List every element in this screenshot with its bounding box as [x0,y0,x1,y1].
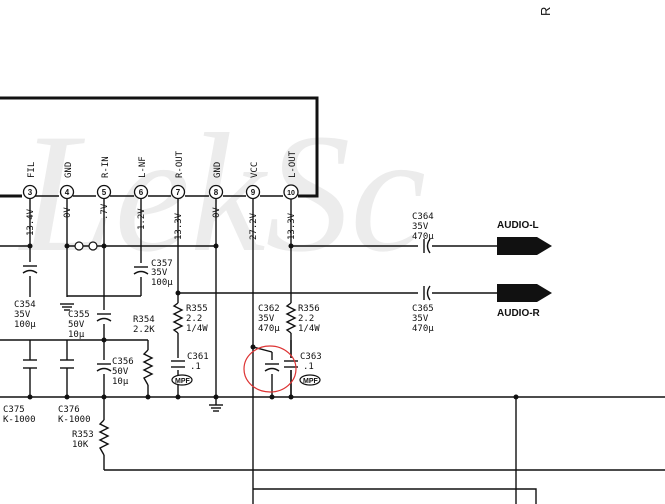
c376-symbol [60,359,74,369]
pin-8-voltage: 0V [212,207,222,218]
label-r354: R354 2.2K [133,315,160,335]
pin-9-voltage: 27.2V [249,212,259,240]
label-r355: R355 2.2 1/4W [186,304,213,334]
audio-r-label: AUDIO-R [497,308,541,319]
badges: MPF MPF [171,374,321,386]
pin-4-marker [59,184,75,200]
pin-5-number: 5 [102,188,107,197]
pin-3-number: 3 [28,188,33,197]
pin-8-name: GND [213,162,223,178]
r354-symbol [142,349,154,386]
pin-5-marker [96,184,112,200]
label-c357: C357 35V 100μ [151,259,178,288]
c361-symbol [170,358,186,370]
c356-symbol [96,360,112,374]
pin-3-name: FIL [27,162,37,178]
ground-symbol-pin8 [209,404,223,412]
pin-7-marker [170,184,186,200]
c363-symbol [283,358,299,370]
label-c361: C361 .1 [187,352,214,372]
pin-10-name: L-OUT [288,150,298,178]
pin-10-number: 10 [287,190,295,197]
pin-5-voltage: .7V [100,203,110,220]
audio-l-connector [497,237,552,255]
pin-6-marker [133,184,149,200]
r353-symbol [98,419,110,456]
label-c354: C354 35V 100μ [14,300,41,330]
c361-badge-text: MPF [175,378,191,385]
c355-symbol [96,310,112,324]
pin-5-name: R-IN [101,156,111,178]
pin-4-voltage: 0V [63,207,73,218]
c354-symbol [22,262,38,276]
output-connectors: AUDIO-L AUDIO-R [497,220,552,319]
c357-symbol [133,263,149,277]
pin-6-name: L-NF [138,156,148,178]
label-r356: R356 2.2 1/4W [298,304,325,334]
pin-7-number: 7 [176,188,181,197]
label-r353: R353 10K [72,430,99,450]
component-labels: C354 35V 100μ C355 50V 10μ C357 35V 100μ… [3,212,439,450]
ground-symbol-c354 [60,303,74,311]
pin-7-voltage: 13.3V [174,212,184,240]
highlight-circle [243,345,297,393]
c365-symbol [423,285,431,301]
pin-4-name: GND [64,162,74,178]
c363-badge-text: MPF [303,378,319,385]
label-c375: C375 K-1000 [3,405,36,425]
label-c355: C355 50V 10μ [68,310,95,340]
pin-6-number: 6 [139,188,144,197]
pin-7-name: R-OUT [175,150,185,178]
label-c356: C356 50V 10μ [112,357,139,387]
c363-badge-shape [299,374,321,386]
pin-6-voltage: 1.2V [137,208,147,230]
ic-outline [0,96,319,198]
c362-symbol [264,360,280,374]
pin-8-marker [208,184,224,200]
label-c363: C363 .1 [300,352,327,372]
r355-symbol [172,302,184,334]
component-symbols [22,238,431,456]
pin-10-voltage: 13.3V [287,212,297,240]
corner-label: R [538,7,553,16]
audio-r-connector [497,284,552,302]
pin-3-voltage: 13.4V [26,208,36,236]
label-c365: C365 35V 470μ [412,304,439,334]
pin-4-number: 4 [65,188,70,197]
label-c362: C362 35V 470μ [258,304,285,334]
junction-dots [27,243,519,400]
pin-3-marker [22,184,38,200]
c364-symbol [423,238,431,254]
pin-9-marker [245,184,261,200]
ic-pins: 3 FIL 13.4V 4 GND 0V 5 R-IN .7V 6 L-NF 1… [22,150,299,240]
label-c364: C364 35V 470μ [412,212,439,242]
test-points [74,241,98,251]
c375-symbol [23,359,37,369]
audio-l-label: AUDIO-L [497,220,539,231]
label-c376: C376 K-1000 [58,405,91,425]
r356-symbol [285,302,297,334]
pin-9-name: VCC [250,162,260,178]
pin-8-number: 8 [214,188,219,197]
pin-9-number: 9 [251,188,256,197]
c361-badge-shape [171,374,193,386]
